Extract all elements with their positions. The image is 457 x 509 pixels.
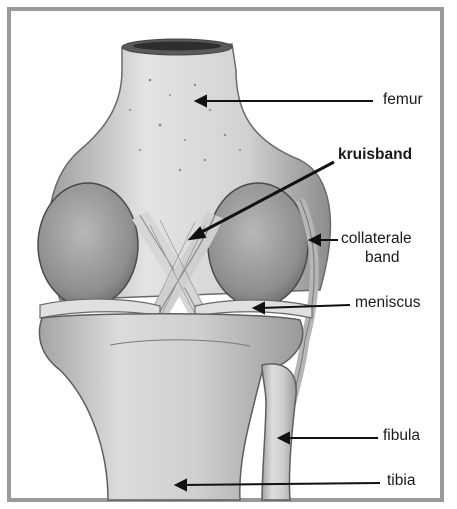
fibula-label: fibula bbox=[383, 427, 420, 445]
fibula-bone bbox=[262, 364, 296, 500]
lateral-femoral-condyle bbox=[38, 183, 138, 307]
collateral-label-line1: collaterale bbox=[341, 230, 412, 248]
kruisband-label: kruisband bbox=[338, 146, 412, 164]
meniscus-label: meniscus bbox=[355, 294, 420, 312]
tibia-label: tibia bbox=[387, 472, 415, 490]
femur-label: femur bbox=[383, 91, 423, 109]
collateral-label-line2: band bbox=[365, 249, 399, 267]
